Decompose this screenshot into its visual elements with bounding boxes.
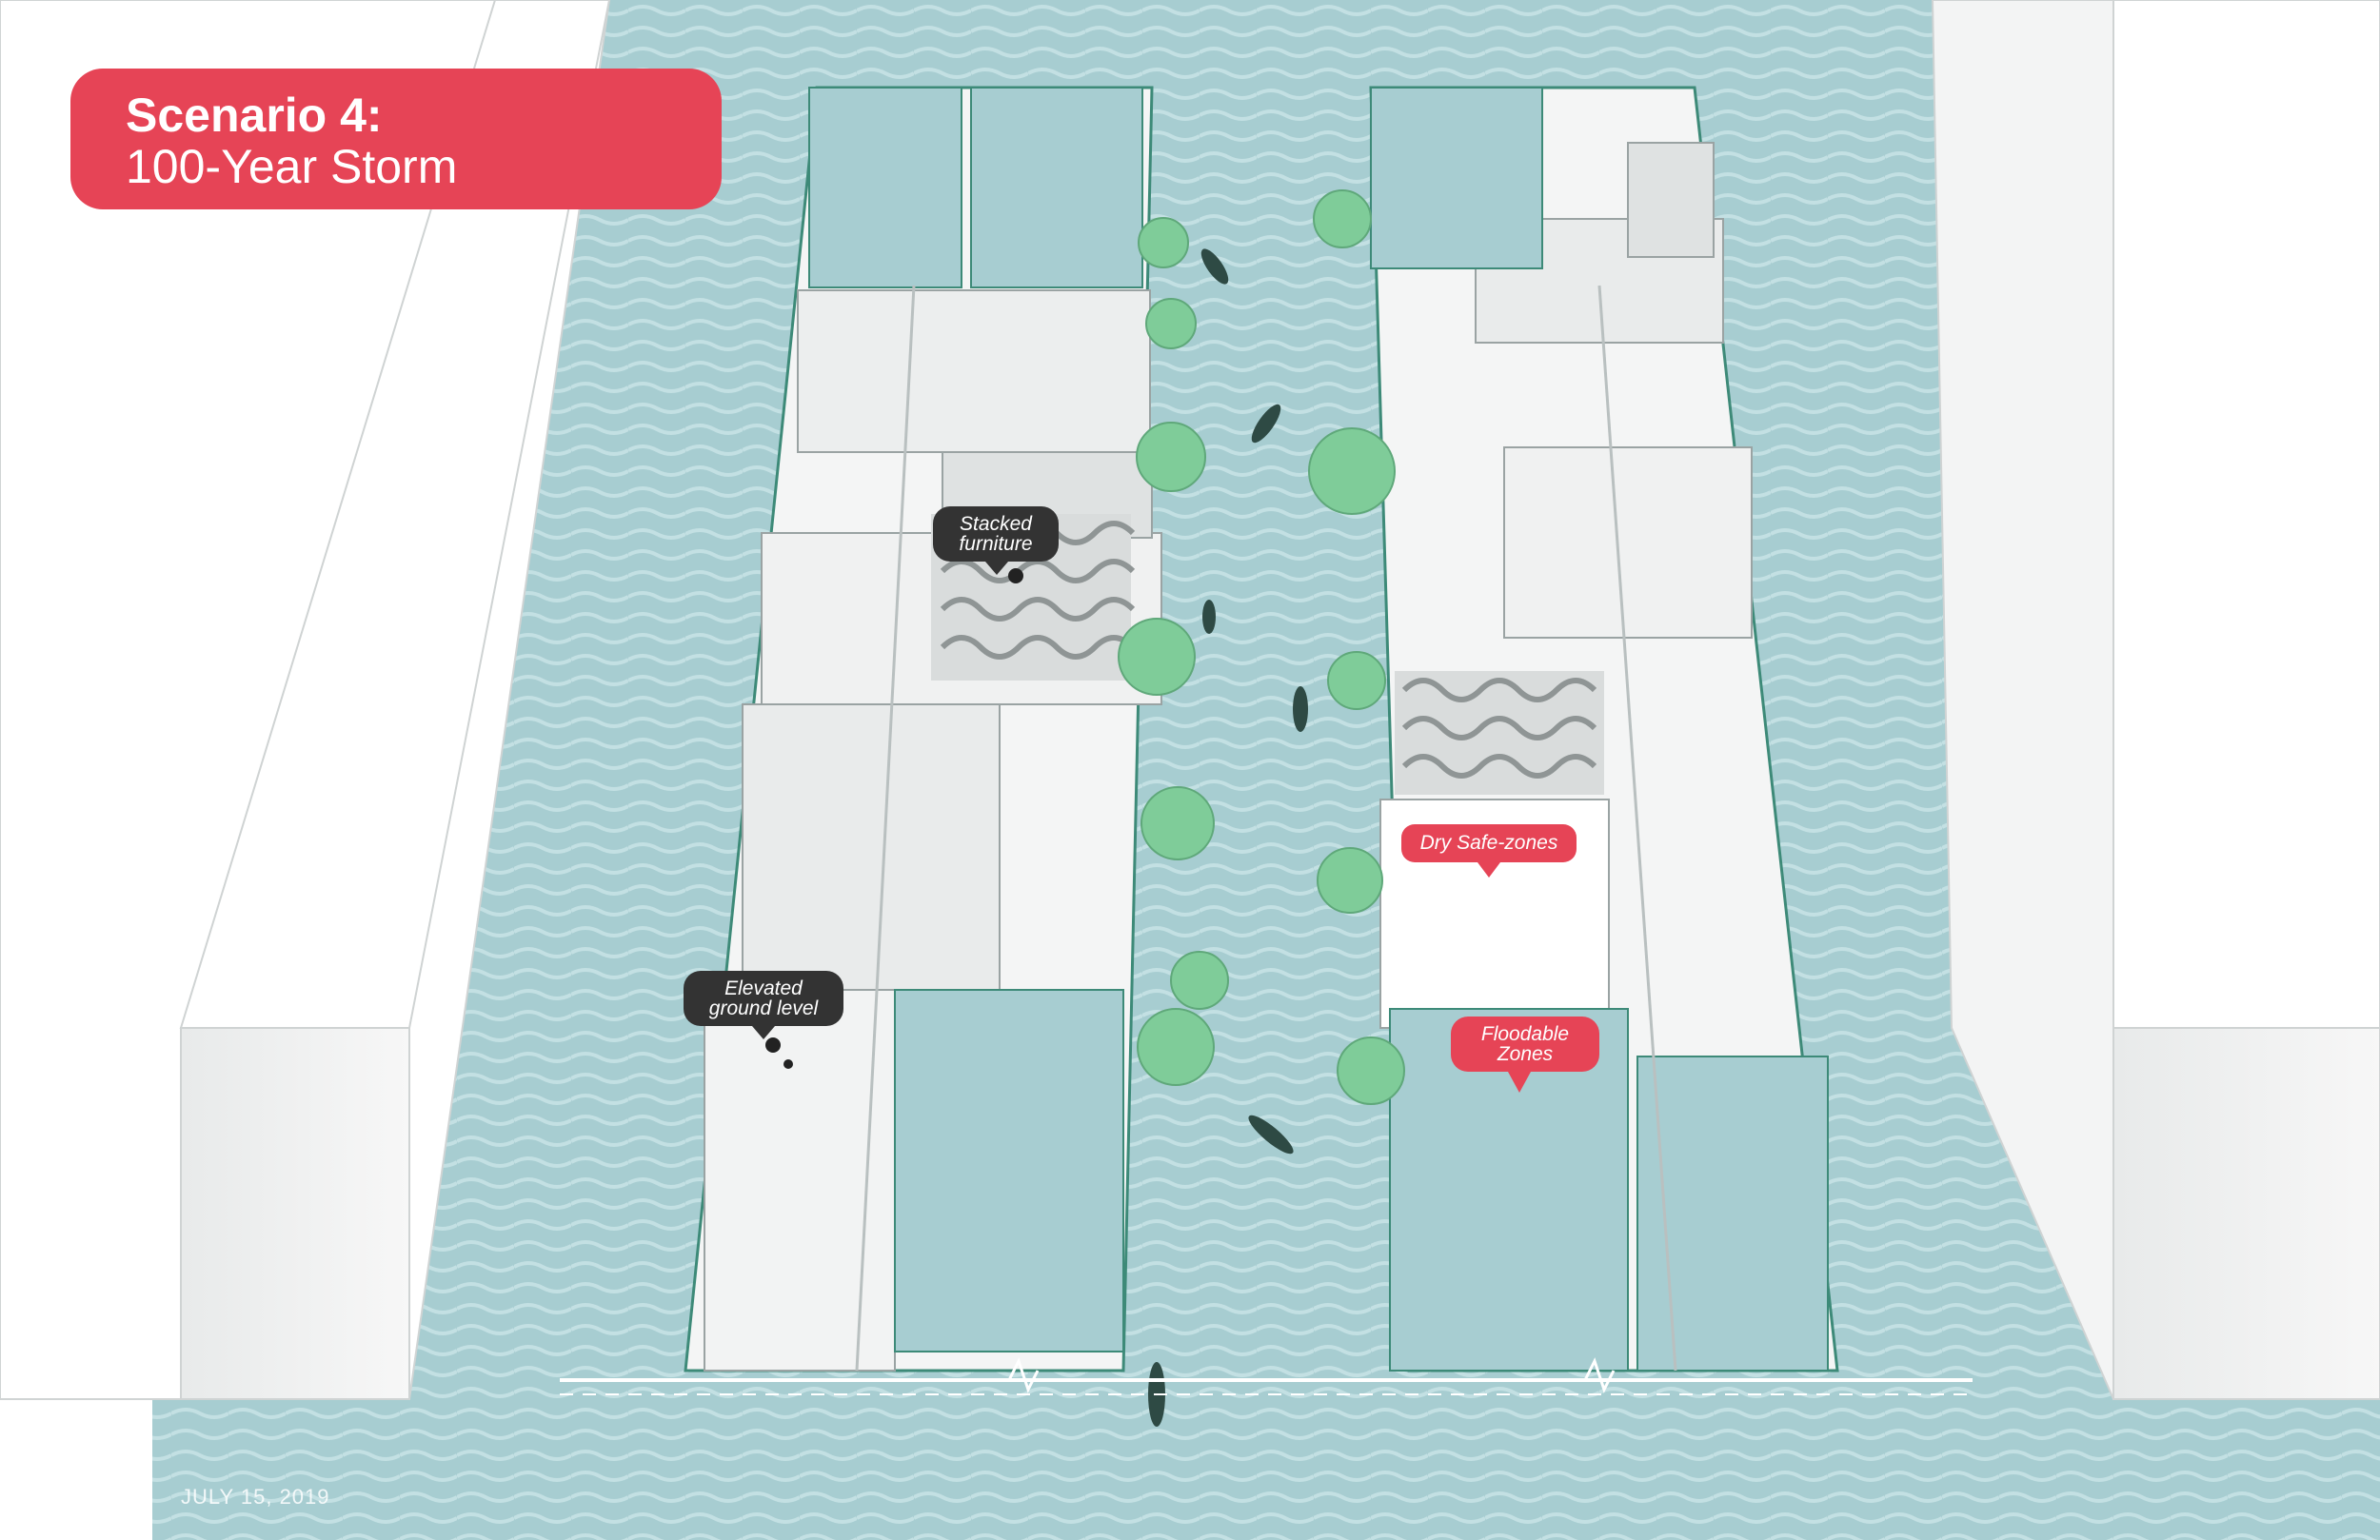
tree [1137, 1008, 1215, 1086]
callout-elevated-ground: Elevated ground level [684, 971, 843, 1039]
stacked-furniture-right [1395, 671, 1604, 795]
left-building-block [0, 0, 611, 1400]
callout-tail [752, 1026, 775, 1039]
tree [1317, 847, 1383, 914]
callout-floodable-zones: Floodable Zones [1451, 1017, 1599, 1093]
callout-line: Zones [1497, 1043, 1554, 1065]
callout-line: Stacked [960, 513, 1032, 535]
kayak [1293, 686, 1308, 732]
scenario-title-box: Scenario 4: 100-Year Storm [70, 69, 722, 209]
kayak [1248, 1115, 1294, 1155]
kayak [1200, 248, 1229, 285]
callout-dry-safe-zones: Dry Safe-zones [1401, 824, 1577, 878]
callout-tail [1508, 1072, 1531, 1093]
kayak [1202, 600, 1216, 634]
tree [1140, 786, 1215, 860]
tree [1337, 1037, 1405, 1105]
kayak [1251, 404, 1281, 444]
tree [1170, 951, 1229, 1010]
tree [1327, 651, 1386, 710]
kayaks [1148, 248, 1308, 1427]
tree [1308, 427, 1396, 515]
callout-line: Floodable [1480, 1023, 1570, 1045]
trees [1118, 189, 1405, 1105]
callout-line: Dry Safe-zones [1419, 832, 1558, 854]
elevated-ground-marker [765, 1037, 793, 1069]
tree [1118, 618, 1196, 696]
tree [1136, 422, 1206, 492]
callout-stacked-furniture: Stacked furniture [933, 506, 1059, 575]
tree [1138, 217, 1189, 268]
stacked-furniture-marker [1008, 568, 1023, 583]
right-building-block [1931, 0, 2380, 1400]
callout-tail [985, 562, 1008, 575]
callout-tail [1478, 862, 1500, 878]
footer-date: JULY 15, 2019 [181, 1485, 330, 1509]
callout-line: ground level [708, 997, 819, 1019]
callout-line: furniture [959, 533, 1033, 555]
callout-line: Elevated [724, 977, 803, 999]
cbt-logo: cbt [69, 1462, 151, 1517]
tree [1145, 298, 1197, 349]
tree [1313, 189, 1372, 248]
section-line [560, 1357, 1973, 1395]
scenario-name: 100-Year Storm [126, 140, 458, 193]
scenario-label: Scenario 4: [126, 89, 383, 142]
